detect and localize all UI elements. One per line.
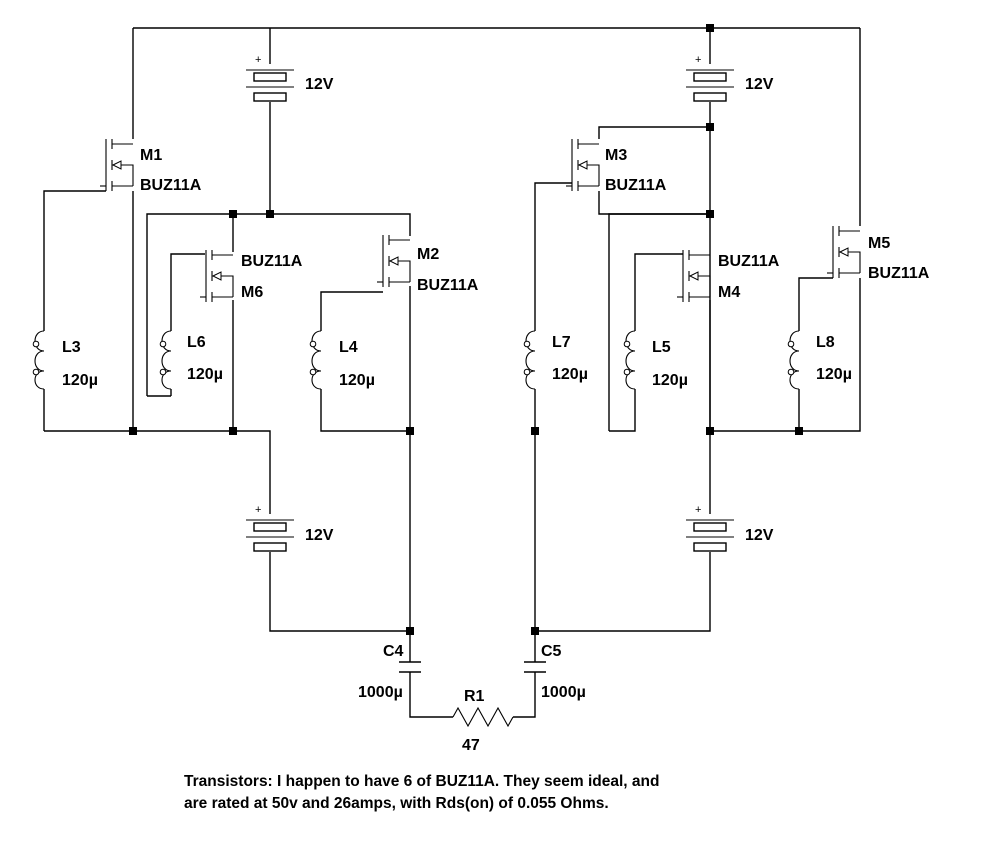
inductor-l5: L5 120µ bbox=[623, 330, 688, 390]
mosfet-m2: M2 BUZ11A bbox=[376, 234, 479, 294]
mosfet-ref: M4 bbox=[718, 284, 740, 301]
capacitor-ref: C5 bbox=[541, 643, 562, 660]
mosfet-m6: BUZ11A M6 bbox=[199, 249, 303, 303]
mosfet-part: BUZ11A bbox=[417, 277, 479, 294]
battery-polarity: + bbox=[255, 504, 261, 516]
inductor-ref: L3 bbox=[62, 339, 81, 356]
inductor-value: 120µ bbox=[62, 372, 98, 389]
battery-polarity: + bbox=[695, 504, 701, 516]
note-line-2: are rated at 50v and 26amps, with Rds(on… bbox=[184, 795, 609, 812]
capacitor-ref: C4 bbox=[383, 643, 404, 660]
resistor-ref: R1 bbox=[464, 688, 485, 705]
inductor-l8: L8 120µ bbox=[787, 330, 852, 390]
battery-polarity: + bbox=[695, 54, 701, 66]
note-line-1: Transistors: I happen to have 6 of BUZ11… bbox=[184, 773, 659, 790]
mosfet-ref: M3 bbox=[605, 147, 627, 164]
battery-top-left: + 12V bbox=[246, 54, 334, 102]
inductor-l3: L3 120µ bbox=[32, 330, 98, 390]
mosfet-m4: BUZ11A M4 bbox=[676, 249, 780, 303]
resistor-r1: R1 47 bbox=[452, 688, 514, 754]
mosfet-part: BUZ11A bbox=[140, 177, 202, 194]
mosfet-m3: M3 BUZ11A bbox=[565, 138, 667, 194]
mosfet-part: BUZ11A bbox=[605, 177, 667, 194]
transistor-note: Transistors: I happen to have 6 of BUZ11… bbox=[184, 773, 659, 812]
mosfet-m1: M1 BUZ11A bbox=[99, 138, 202, 194]
inductor-value: 120µ bbox=[552, 366, 588, 383]
mosfet-ref: M5 bbox=[868, 235, 890, 252]
capacitor-c4: C4 1000µ bbox=[358, 643, 421, 701]
inductor-value: 120µ bbox=[187, 366, 223, 383]
junctions bbox=[129, 24, 803, 635]
inductor-l4: L4 120µ bbox=[309, 330, 375, 390]
battery-polarity: + bbox=[255, 54, 261, 66]
battery-top-right: + 12V bbox=[686, 54, 774, 102]
mosfet-m5: M5 BUZ11A bbox=[826, 225, 930, 282]
capacitor-value: 1000µ bbox=[358, 684, 403, 701]
mosfet-part: BUZ11A bbox=[868, 265, 930, 282]
mosfet-ref: M1 bbox=[140, 147, 162, 164]
mosfet-ref: M6 bbox=[241, 284, 263, 301]
mosfet-part: BUZ11A bbox=[718, 253, 780, 270]
inductor-ref: L8 bbox=[816, 334, 835, 351]
battery-bottom-left: + 12V bbox=[246, 504, 334, 552]
inductor-ref: L7 bbox=[552, 334, 571, 351]
inductor-ref: L5 bbox=[652, 339, 671, 356]
capacitor-value: 1000µ bbox=[541, 684, 586, 701]
battery-value: 12V bbox=[745, 76, 774, 93]
inductor-value: 120µ bbox=[816, 366, 852, 383]
inductor-l7: L7 120µ bbox=[523, 330, 588, 390]
battery-value: 12V bbox=[745, 527, 774, 544]
capacitor-c5: C5 1000µ bbox=[524, 643, 586, 701]
inductor-l6: L6 120µ bbox=[159, 330, 223, 390]
mosfet-part: BUZ11A bbox=[241, 253, 303, 270]
battery-value: 12V bbox=[305, 527, 334, 544]
mosfet-ref: M2 bbox=[417, 246, 439, 263]
inductor-ref: L6 bbox=[187, 334, 206, 351]
inductor-value: 120µ bbox=[652, 372, 688, 389]
battery-value: 12V bbox=[305, 76, 334, 93]
wires bbox=[43, 27, 861, 718]
battery-bottom-right: + 12V bbox=[686, 504, 774, 552]
inductor-ref: L4 bbox=[339, 339, 358, 356]
inductor-value: 120µ bbox=[339, 372, 375, 389]
resistor-value: 47 bbox=[462, 737, 480, 754]
